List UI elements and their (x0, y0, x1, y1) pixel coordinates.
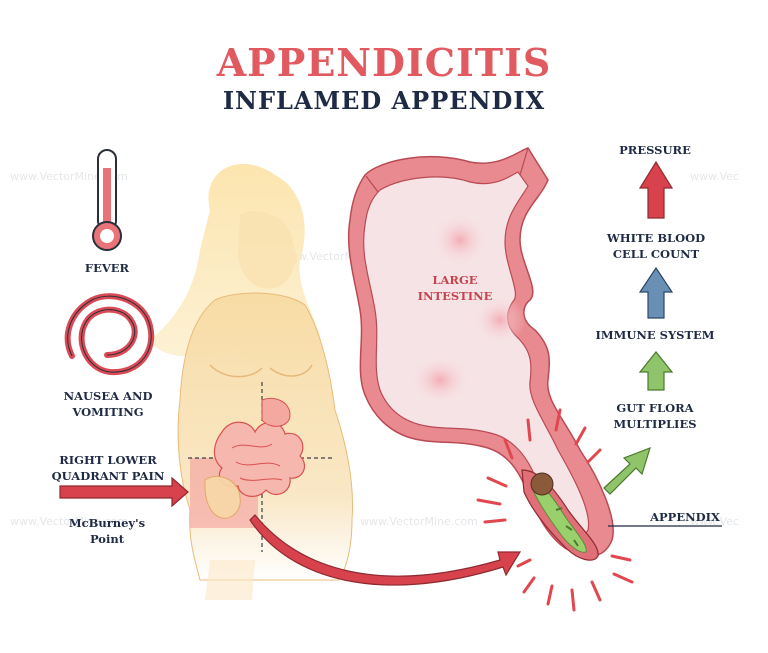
watermark-text: www.VectorMine.com (360, 515, 478, 528)
pain-burst (476, 408, 634, 612)
chest-line (269, 364, 313, 377)
thermometer-icon (92, 149, 122, 251)
wbc-label: WHITE BLOOD CELL COUNT (606, 231, 706, 261)
wbc-arrow (638, 266, 674, 319)
large-intestine-label: LARGE INTESTINE (417, 273, 493, 303)
pain-pointer-arrow (59, 476, 189, 508)
nausea-label: NAUSEA AND VOMITING (63, 389, 153, 419)
legs-shape (205, 560, 255, 600)
watermark-text: www.Vec (690, 170, 739, 183)
small-intestine (213, 397, 305, 497)
pressure-arrow (638, 160, 674, 219)
page-title: APPENDICITIS (216, 40, 552, 85)
pain-label: RIGHT LOWER QUADRANT PAIN (51, 453, 165, 483)
appendix-label: APPENDIX (650, 510, 720, 524)
watermark-text: www.Vec (690, 515, 739, 528)
fever-label: FEVER (84, 261, 130, 275)
appendix (521, 469, 599, 561)
face-shape (238, 211, 298, 289)
chest-line (209, 364, 263, 378)
gut-flora-arrow (603, 446, 651, 495)
immune-label: IMMUNE SYSTEM (595, 328, 715, 342)
curved-arrow (249, 514, 522, 586)
pressure-label: PRESSURE (619, 143, 691, 157)
large-intestine (347, 147, 614, 557)
mcburney-point-label: McBurney's Point (68, 516, 146, 546)
spiral-icon (64, 293, 155, 376)
hand-shape (204, 475, 241, 519)
gut-flora-label: GUT FLORA MULTIPLIES (613, 401, 697, 431)
page-subtitle: INFLAMED APPENDIX (222, 86, 546, 115)
watermark-text: www.VectorMine.com (10, 515, 128, 528)
immune-arrow (638, 351, 674, 391)
